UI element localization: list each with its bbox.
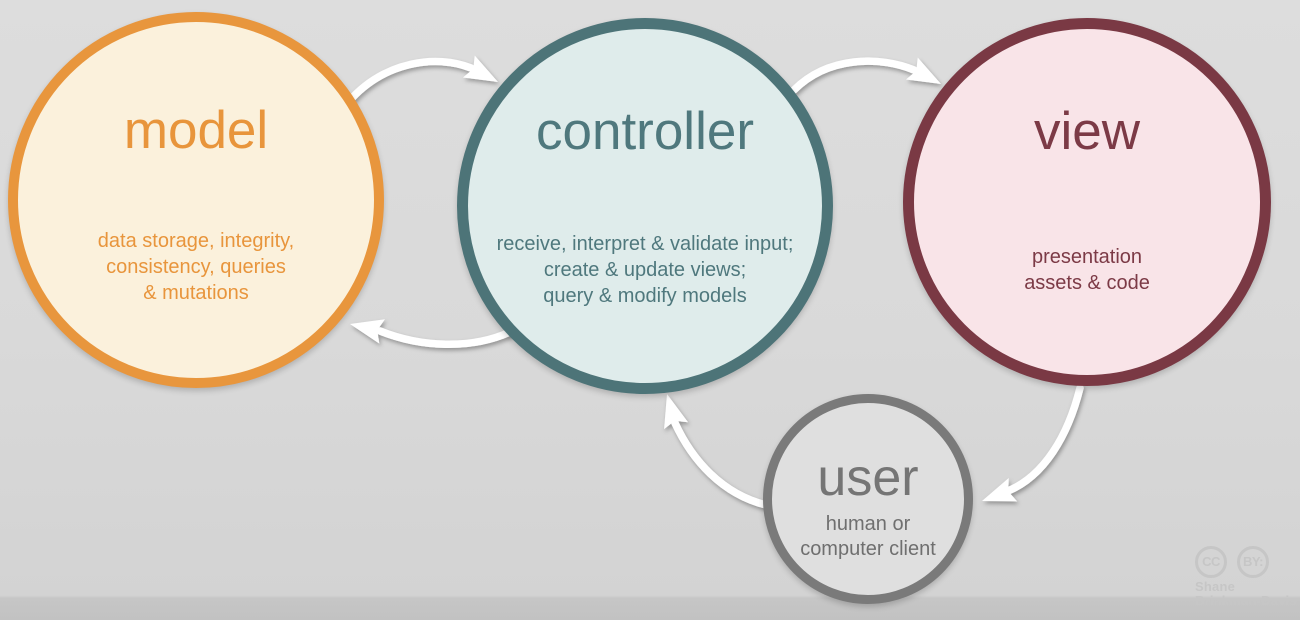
node-view: view presentation assets & code (903, 18, 1271, 386)
user-title: user (817, 449, 919, 507)
arrow-controller-to-model (350, 319, 514, 348)
author-name-line1: Shane (1195, 579, 1236, 594)
arrow-user-to-controller (664, 394, 770, 509)
node-user: user human or computer client (763, 394, 973, 604)
arrow-controller-to-view (790, 57, 941, 94)
view-description: presentation assets & code (1024, 246, 1150, 294)
license-attribution: CC BY: Shane Brinkman-Davis (1195, 546, 1297, 608)
user-description: human or computer client (800, 513, 936, 560)
license-badges: CC BY: (1195, 546, 1297, 578)
controller-title: controller (536, 102, 754, 161)
node-model: model data storage, integrity, consisten… (8, 12, 384, 388)
controller-description: receive, interpret & validate input; cre… (496, 233, 794, 307)
cc-license-icon: CC (1195, 546, 1227, 578)
view-title: view (1033, 102, 1141, 161)
model-title: model (123, 101, 269, 160)
by-license-icon: BY: (1237, 546, 1269, 578)
model-description: data storage, integrity, consistency, qu… (97, 230, 295, 304)
node-controller: controller receive, interpret & validate… (457, 18, 833, 394)
author-name-line2: Brinkman-Davis (1195, 593, 1297, 608)
arrow-view-to-user (982, 384, 1084, 502)
arrow-model-to-controller (348, 55, 498, 102)
